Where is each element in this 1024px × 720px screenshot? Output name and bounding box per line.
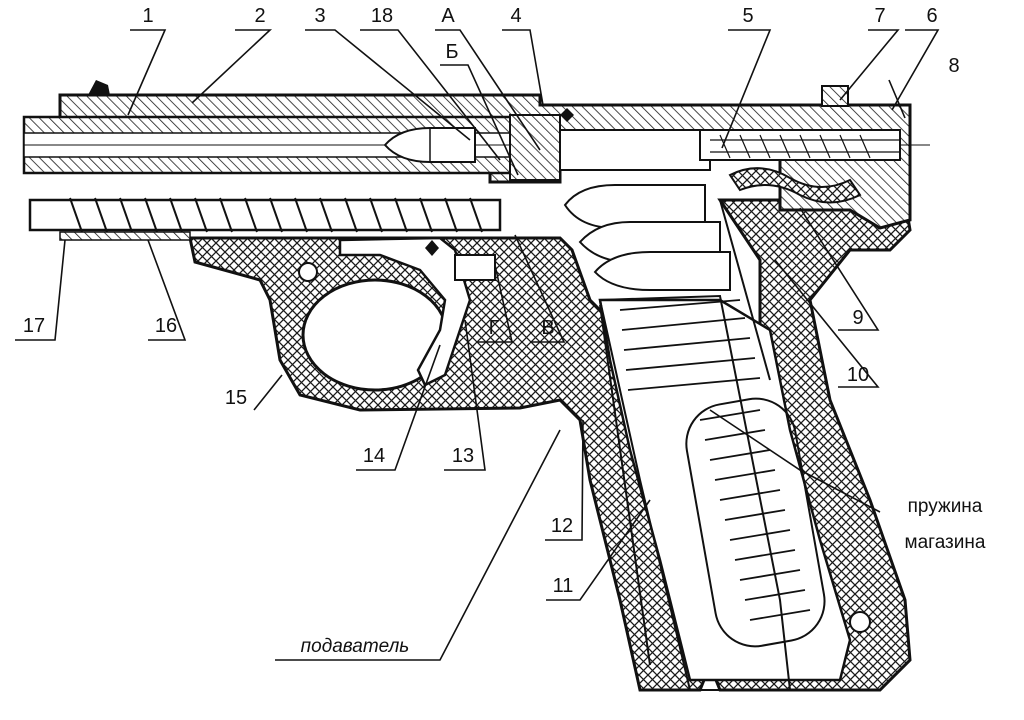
frame-pin-hole [298,262,318,282]
slide-pivot-marker [560,108,574,122]
leader-lines [15,29,940,661]
label-18: 18 [371,5,393,27]
frame [188,193,912,692]
label-G: Г [489,317,500,339]
grip-screw-hole [849,611,871,633]
label-12: 12 [551,515,573,537]
label-1: 1 [142,5,153,27]
magazine-spring [699,409,811,621]
label-3: 3 [314,5,325,27]
breech-block [509,114,901,204]
cartridge-top [563,184,706,229]
label-4: 4 [510,5,521,27]
guide-rod-stop [59,231,191,241]
front-sight [88,80,110,95]
part-number-labels: 1 2 3 18 А 4 5 7 6 8 Б 9 10 17 16 Г В 15… [23,5,960,597]
label-13: 13 [452,445,474,467]
trigger-mechanism [338,108,771,666]
label-15: 15 [225,387,247,409]
label-7: 7 [874,5,885,27]
magazine-catch-rod [599,304,651,666]
label-14: 14 [363,445,385,467]
magazine-cartridges [563,184,731,291]
spring-caption: пружина магазина [905,496,986,553]
caption-spring-line1: пружина [908,496,983,517]
caption-feeder: подаватель [301,636,410,657]
magazine-window [685,397,826,648]
label-10: 10 [847,364,869,386]
sear [454,254,496,281]
label-V: В [541,317,554,339]
label-2: 2 [254,5,265,27]
label-17: 17 [23,315,45,337]
firing-pin-spring [719,134,871,159]
label-9: 9 [852,307,863,329]
label-5: 5 [742,5,753,27]
label-A: А [441,5,455,27]
firing-pin-spring-housing [699,129,901,161]
label-11: 11 [553,575,574,597]
label-8: 8 [948,55,959,77]
follower-spring-coils [619,299,761,391]
recoil-spring-assembly [28,197,502,241]
magazine [598,294,826,691]
cartridge-bottom [593,251,731,291]
label-16: 16 [155,315,177,337]
label-6: 6 [926,5,937,27]
caption-spring-line2: магазина [905,532,986,553]
label-B: Б [445,41,458,63]
hammer-linkage [728,167,862,204]
trigger-bar [719,199,771,381]
trigger-pivot-marker [425,240,439,256]
captions: подаватель [301,636,410,657]
recoil-spring-guide [28,198,502,232]
rear-sight [821,85,849,107]
recoil-spring [69,197,483,233]
